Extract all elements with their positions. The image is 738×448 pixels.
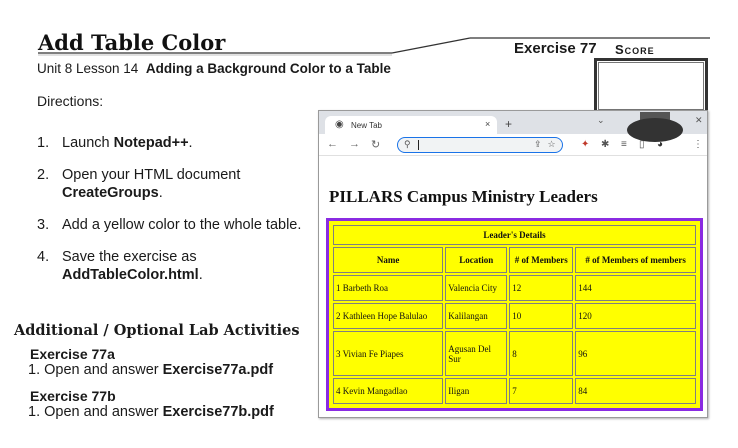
share-star-icons[interactable]: ⇪☆ [534, 139, 562, 149]
table-cell: Kalilangan [445, 303, 508, 330]
new-tab-button[interactable]: + [505, 117, 513, 131]
text-caret [418, 140, 419, 150]
browser-window: ◉ New Tab × + ⌄ ✕ ← → ↻ ⚲ ⇪☆ ✦ ✱ ≡ ▯ ◕ ⋮… [318, 110, 708, 418]
table-cell: 1 Barbeth Roa [333, 275, 444, 302]
step-text: Open your HTML document CreateGroups. [62, 167, 241, 201]
column-header: # of Members of members [575, 247, 696, 274]
step-item: 1. Launch Notepad++. [37, 134, 307, 152]
profile-avatar-icon[interactable]: ◕ [657, 139, 664, 150]
column-header: Name [333, 247, 444, 274]
leaders-table: Leader's Details Name Location # of Memb… [331, 223, 698, 406]
column-header: # of Members [509, 247, 574, 274]
table-cell: 4 Kevin Mangadlao [333, 377, 444, 404]
step-item: 2. Open your HTML document CreateGroups. [37, 166, 307, 202]
window-close-icon[interactable]: ✕ [695, 115, 703, 125]
table-cell: 84 [575, 377, 696, 404]
table-cell: Valencia City [445, 275, 508, 302]
puzzle-icon[interactable]: ✱ [601, 139, 610, 150]
toolbar: ← → ↻ ⚲ ⇪☆ ✦ ✱ ≡ ▯ ◕ ⋮ [319, 134, 707, 156]
table-caption: Leader's Details [333, 225, 696, 245]
table-row: 1 Barbeth Roa Valencia City 12 144 [333, 275, 696, 302]
score-label: Score [615, 42, 655, 57]
leaders-table-container: Leader's Details Name Location # of Memb… [326, 218, 703, 411]
lesson-title: Adding a Background Color to a Table [145, 61, 391, 76]
step-number: 3. [37, 217, 50, 233]
step-text: Add a yellow color to the whole table. [62, 217, 302, 233]
reload-icon[interactable]: ↻ [371, 139, 381, 151]
step-text: Launch Notepad++. [62, 135, 193, 151]
steps-list: 1. Launch Notepad++. 2. Open your HTML d… [37, 134, 307, 298]
extension-icon[interactable]: ✦ [581, 139, 590, 150]
menu-icon[interactable]: ⋮ [693, 139, 703, 150]
exercise-number: Exercise 77 [514, 40, 597, 57]
close-icon[interactable]: × [485, 119, 491, 129]
step-number: 4. [37, 249, 50, 265]
forward-icon[interactable]: → [349, 138, 360, 150]
table-cell: 2 Kathleen Hope Balulao [333, 303, 444, 330]
page-heading: PILLARS Campus Ministry Leaders [329, 187, 598, 206]
directions-label: Directions: [37, 93, 104, 109]
exercise-a-instruction: 1. Open and answer Exercise77a.pdf [28, 362, 274, 378]
page-title: Add Table Color [38, 30, 226, 55]
sidepanel-icon[interactable]: ▯ [639, 139, 645, 150]
exercise-b-title: Exercise 77b [30, 388, 116, 404]
column-header: Location [445, 247, 508, 274]
table-header-row: Name Location # of Members # of Members … [333, 247, 696, 274]
search-icon: ⚲ [404, 139, 411, 149]
table-row: 3 Vivian Fe Piapes Agusan Del Sur 8 96 [333, 331, 696, 376]
table-cell: 8 [509, 331, 574, 376]
table-cell: Iligan [445, 377, 508, 404]
tab-label: New Tab [351, 121, 382, 130]
step-item: 4. Save the exercise as AddTableColor.ht… [37, 248, 307, 284]
table-cell: 10 [509, 303, 574, 330]
reading-list-icon[interactable]: ≡ [621, 139, 627, 150]
exercise-b-instruction: 1. Open and answer Exercise77b.pdf [28, 404, 274, 420]
table-row: 2 Kathleen Hope Balulao Kalilangan 10 12… [333, 303, 696, 330]
table-cell: 3 Vivian Fe Piapes [333, 331, 444, 376]
address-bar[interactable]: ⚲ ⇪☆ [397, 137, 563, 153]
step-text: Save the exercise as AddTableColor.html. [62, 249, 203, 283]
table-cell: 7 [509, 377, 574, 404]
score-box [594, 58, 708, 114]
table-cell: 12 [509, 275, 574, 302]
chevron-down-icon[interactable]: ⌄ [597, 115, 605, 125]
lesson-subtitle: Unit 8 Lesson 14 Adding a Background Col… [37, 61, 391, 76]
monitor-base [627, 118, 683, 142]
unit-lesson: Unit 8 Lesson 14 [37, 61, 139, 76]
table-cell: Agusan Del Sur [445, 331, 508, 376]
step-number: 2. [37, 167, 50, 183]
globe-icon: ◉ [335, 119, 344, 130]
tab-bar: ◉ New Tab × + ⌄ ✕ [319, 111, 707, 134]
step-number: 1. [37, 135, 50, 151]
table-cell: 96 [575, 331, 696, 376]
score-box-inner [598, 62, 704, 110]
table-cell: 120 [575, 303, 696, 330]
table-cell: 144 [575, 275, 696, 302]
exercise-a-title: Exercise 77a [30, 346, 115, 362]
header-rule [38, 37, 710, 56]
additional-heading: Additional / Optional Lab Activities [14, 322, 300, 339]
browser-tab[interactable]: ◉ New Tab × [325, 116, 497, 134]
step-item: 3. Add a yellow color to the whole table… [37, 216, 307, 234]
back-icon[interactable]: ← [327, 138, 338, 150]
table-row: 4 Kevin Mangadlao Iligan 7 84 [333, 377, 696, 404]
